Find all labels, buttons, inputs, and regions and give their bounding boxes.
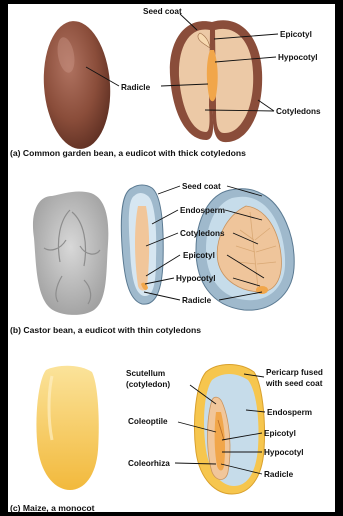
label-a-cotyledons: Cotyledons bbox=[276, 107, 321, 116]
label-c-endosperm: Endosperm bbox=[267, 408, 312, 417]
label-a-epicotyl: Epicotyl bbox=[280, 30, 312, 39]
caption-a: (a) Common garden bean, a eudicot with t… bbox=[10, 148, 246, 158]
label-b-endosperm: Endosperm bbox=[180, 206, 225, 215]
label-c-hypocotyl: Hypocotyl bbox=[264, 448, 304, 457]
label-c-pericarp: Pericarp fused bbox=[266, 368, 323, 377]
label-c-epicotyl: Epicotyl bbox=[264, 429, 296, 438]
caption-b: (b) Castor bean, a eudicot with thin cot… bbox=[10, 325, 201, 335]
label-c-scutellum: Scutellum bbox=[126, 369, 165, 378]
castor-side-section bbox=[121, 185, 163, 304]
section-a-illustrations bbox=[40, 19, 263, 151]
label-c-coleorhiza: Coleorhiza bbox=[128, 459, 170, 468]
label-b-epicotyl: Epicotyl bbox=[183, 251, 215, 260]
label-a-hypocotyl: Hypocotyl bbox=[278, 53, 318, 62]
whole-garden-bean bbox=[40, 19, 115, 151]
label-b-cotyledons: Cotyledons bbox=[180, 229, 225, 238]
label-b-radicle: Radicle bbox=[182, 296, 212, 305]
label-c-radicle: Radicle bbox=[264, 470, 294, 479]
label-c-pericarp-seed-coat: with seed coat bbox=[265, 379, 323, 388]
label-c-scutellum-cotyledon: (cotyledon) bbox=[126, 380, 170, 389]
label-c-coleoptile: Coleoptile bbox=[128, 417, 168, 426]
label-a-radicle: Radicle bbox=[121, 83, 151, 92]
section-b-illustrations bbox=[33, 185, 294, 315]
label-b-seed-coat: Seed coat bbox=[182, 182, 221, 191]
label-b-hypocotyl: Hypocotyl bbox=[176, 274, 216, 283]
label-a-seed-coat: Seed coat bbox=[143, 7, 182, 16]
whole-maize-kernel bbox=[36, 366, 98, 490]
caption-c: (c) Maize, a monocot bbox=[10, 503, 95, 513]
